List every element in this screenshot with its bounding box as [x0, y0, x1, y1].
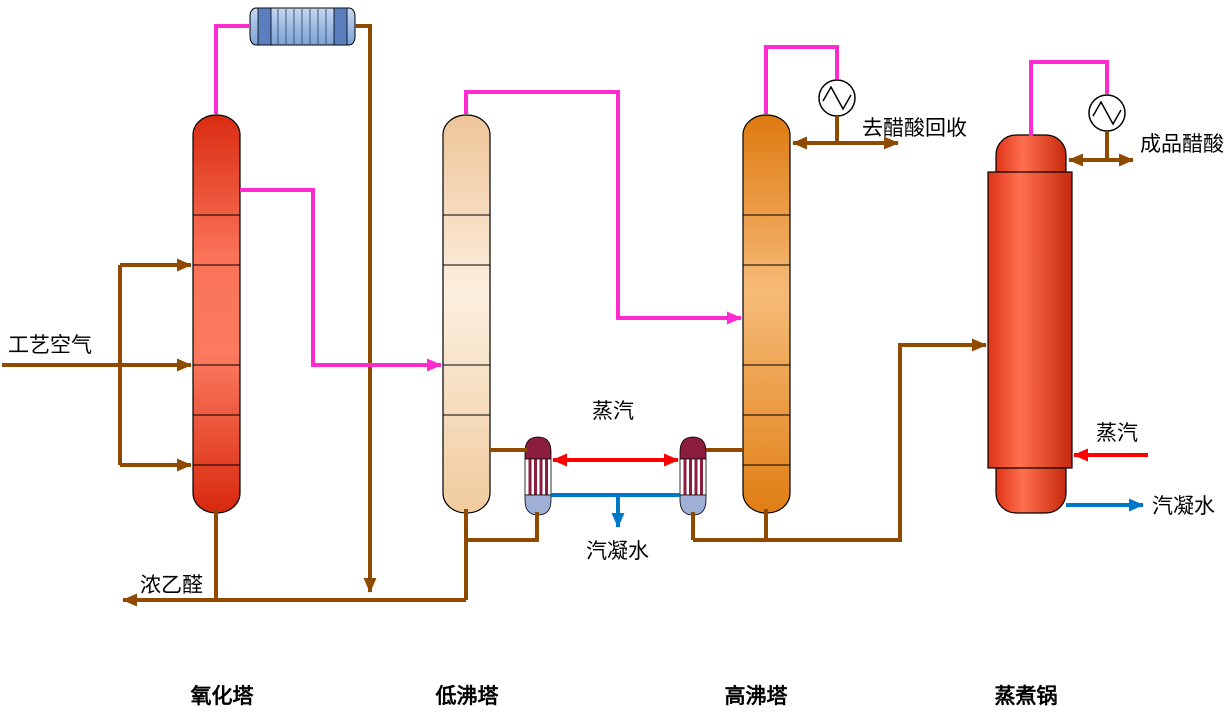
- oxidation-tower: [192, 114, 241, 514]
- reboiler-high-boiling-tower: [678, 435, 708, 517]
- pipe-tower3-overhead: [764, 45, 839, 114]
- overhead-heat-exchanger: [249, 7, 356, 46]
- oxidation-tower-trays: [193, 214, 240, 466]
- equipment: [192, 7, 1126, 517]
- exchanger-tubes: [277, 9, 327, 44]
- condenser-boiler-pot: [1088, 94, 1126, 132]
- label-low-boiling-tower: 低沸塔: [435, 684, 500, 708]
- boiler-pot: [987, 134, 1073, 514]
- exchanger-tubesheet-right: [333, 7, 348, 46]
- label-condensate-right: 汽凝水: [1152, 494, 1215, 518]
- label-steam-right: 蒸汽: [1096, 421, 1138, 445]
- pipe-boiler-overhead: [1029, 60, 1109, 136]
- process-pipes: [2, 24, 1134, 607]
- label-product-acetic: 成品醋酸: [1140, 132, 1224, 156]
- steam-pipes: [552, 448, 1148, 467]
- labels: 工艺空气 浓乙醛 蒸汽 汽凝水 去醋酸回收 成品醋酸 蒸汽 汽凝水 氧化塔 低沸…: [8, 116, 1224, 708]
- high-boiling-tower: [742, 114, 791, 514]
- pipe-tower1-overhead: [214, 24, 249, 114]
- pipe-tower1-sidedraw: [240, 188, 442, 372]
- label-oxidation-tower: 氧化塔: [191, 684, 255, 708]
- pipe-exchanger-outlet: [355, 24, 377, 593]
- high-boiling-tower-trays: [743, 214, 790, 466]
- condenser-high-boiling-tower: [818, 79, 856, 117]
- condensate-pipes: [551, 493, 1144, 528]
- label-process-air: 工艺空气: [8, 333, 92, 357]
- pipe-tower2-overhead: [464, 90, 742, 325]
- label-steam-mid: 蒸汽: [592, 399, 634, 423]
- exchanger-tubesheet-left: [257, 7, 272, 46]
- label-boiler-pot: 蒸煮锅: [995, 684, 1058, 708]
- label-conc-acetaldehyde: 浓乙醛: [140, 573, 203, 597]
- boiler-pot-jacket: [987, 171, 1073, 469]
- low-boiling-tower: [442, 114, 491, 514]
- label-acetic-recovery: 去醋酸回收: [862, 116, 967, 140]
- pipe-reboiler1-return: [468, 512, 539, 542]
- label-condensate-mid: 汽凝水: [586, 539, 649, 563]
- vapor-pipes: [214, 24, 1109, 372]
- pipe-tower3-transfer: [693, 338, 987, 542]
- low-boiling-tower-trays: [443, 214, 490, 416]
- reboiler-low-boiling-tower: [523, 435, 553, 517]
- label-high-boiling-tower: 高沸塔: [725, 684, 789, 708]
